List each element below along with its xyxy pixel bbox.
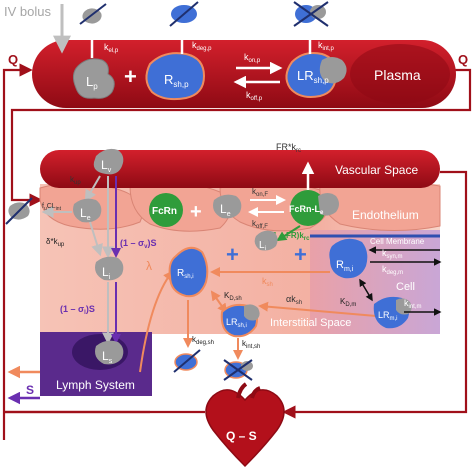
alpha-ksh-arrow	[258, 301, 377, 317]
alpha-ksh-label: αksh	[286, 294, 302, 306]
kdeg-p-label: kdeg,p	[192, 40, 212, 52]
sigma-v-label: (1 – σv)S	[120, 238, 157, 250]
fcrn-plus: +	[190, 201, 202, 223]
kd-m-arrow	[359, 278, 373, 302]
flow-q-right: Q	[458, 52, 468, 67]
eliminated-ligand-icon	[5, 197, 33, 225]
kint-m-label: kint,m	[404, 298, 422, 310]
kd-m-label: KD,m	[340, 297, 356, 308]
interstitial-ligand-li	[95, 256, 124, 281]
delta-kup-arrow	[89, 221, 103, 257]
lambda-label: λ	[146, 259, 152, 273]
membrane-complex-lrm	[373, 296, 412, 329]
heart-label: Q – S	[226, 429, 257, 443]
flow-q-left: Q	[8, 52, 18, 67]
membrane-receptor-rm	[329, 238, 368, 279]
cell-label: Cell	[396, 281, 415, 293]
le-label: Le	[80, 206, 91, 222]
plasma-complex-label: LRsh,p	[297, 68, 329, 85]
degraded-complex-icon	[293, 1, 329, 27]
plasma-label: Plasma	[374, 67, 421, 83]
kup-label: kup	[70, 175, 81, 186]
cell-membrane-label: Cell Membrane	[370, 237, 425, 246]
vascular-space-tube	[40, 150, 440, 188]
one-minus-fr-label: (1 – FR)krc	[270, 231, 310, 242]
endosomal-ligand-le-2	[213, 194, 242, 219]
kon-p-label: kon,p	[244, 52, 261, 64]
fcrn-receptor	[149, 193, 183, 227]
plasma-vessel	[32, 40, 456, 108]
vascular-space-label: Vascular Space	[335, 163, 418, 177]
endosomal-ligand-le	[73, 198, 102, 223]
sigma-l-label: (1 – σl)S	[60, 304, 95, 316]
lambda-arrow	[139, 270, 174, 373]
lymph-ligand-ls	[95, 340, 124, 365]
plasma-complex-lrsh	[285, 52, 347, 98]
circulation-loop	[2, 63, 472, 440]
released-ligand-li	[254, 230, 278, 251]
vascular-ligand-lv	[93, 148, 124, 175]
degraded-receptor-icon	[169, 1, 199, 27]
kd-sh-label: KD,sh	[224, 291, 242, 302]
degraded-lrsh-icon	[223, 359, 253, 381]
kel-label: kel,p	[104, 42, 119, 54]
plasma-ligand-lp	[72, 58, 115, 99]
kup-arrow	[84, 175, 101, 203]
one-minus-fr-arrow	[276, 225, 301, 242]
li-label: Li	[102, 265, 111, 281]
lymph-system-label: Lymph System	[56, 378, 135, 392]
kdeg-m-label: kdeg,m	[382, 264, 403, 276]
fcrn-ligand-complex	[290, 190, 339, 226]
plasma-receptor-label: Rsh,p	[164, 72, 189, 89]
interstitial-receptor-rsh	[168, 246, 209, 298]
kd-sh-arrow	[210, 290, 228, 314]
fcrn-le-label: FcRn-Le	[289, 204, 324, 216]
delta-kup-label: δ*kup	[46, 237, 65, 248]
ksh-label: ksh	[262, 276, 273, 288]
lv-label: Lv	[101, 158, 112, 174]
ls-label: Ls	[102, 349, 113, 365]
fucl-label: fuCLint	[42, 203, 62, 212]
plasma-receptor-rsh	[145, 52, 206, 101]
ksyn-label: ksyn,m	[382, 248, 403, 260]
le-2-label: Le	[220, 202, 231, 218]
koff-f-label: koff,F	[252, 219, 268, 230]
isf-plus-2: +	[294, 242, 307, 267]
s-label: S	[26, 383, 34, 397]
fcrn-label: FcRn	[152, 206, 177, 217]
rsh-i-label: Rsh,i	[177, 268, 194, 280]
interstitial-complex-lrsh	[220, 303, 260, 338]
degraded-ligand-icon	[79, 3, 107, 25]
lrm-i-label: LRm,i	[378, 310, 398, 322]
endothelium-label: Endothelium	[352, 208, 419, 222]
kon-f-label: kon,F	[252, 187, 268, 198]
iv-bolus-label: IV bolus	[4, 4, 51, 19]
isf-plus-1: +	[226, 242, 239, 267]
heart-icon	[205, 382, 285, 468]
released-li-label: Li	[259, 240, 266, 252]
interstitial-space-label: Interstitial Space	[270, 317, 351, 329]
rm-i-label: Rm,i	[336, 259, 354, 273]
degraded-rsh-icon	[173, 349, 201, 373]
kint-p-label: kint,p	[318, 40, 335, 52]
plasma-plus: +	[124, 64, 137, 89]
kint-sh-label: kint,sh	[242, 339, 260, 350]
kdeg-sh-label: kdeg,sh	[192, 335, 214, 346]
koff-p-label: koff,p	[246, 90, 263, 102]
lrsh-i-label: LRsh,i	[226, 317, 247, 329]
plasma-ligand-label: Lp	[86, 74, 98, 91]
fr-krc-label: FR*krc	[276, 142, 301, 154]
